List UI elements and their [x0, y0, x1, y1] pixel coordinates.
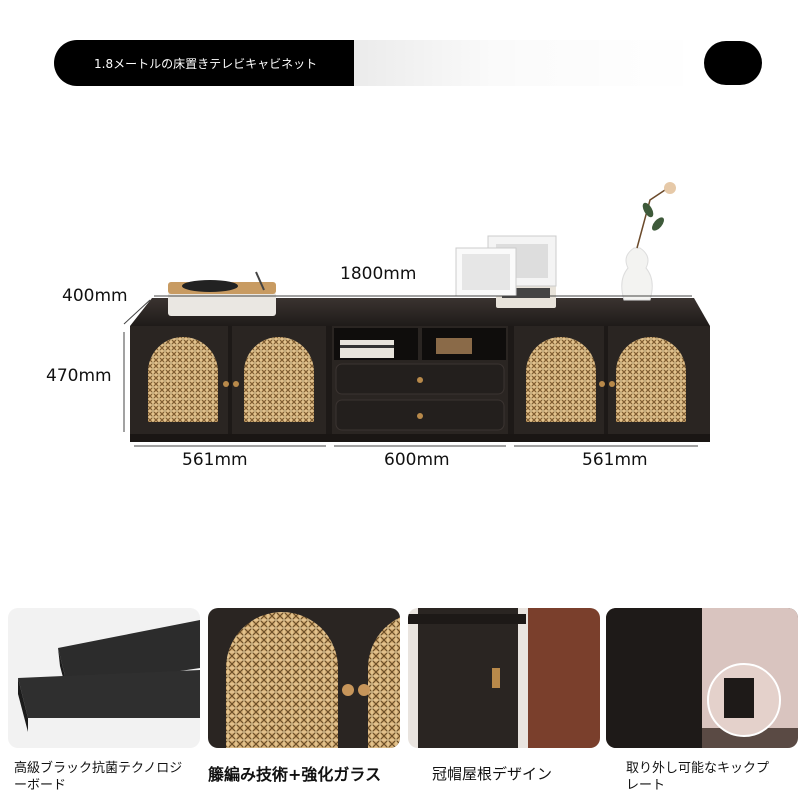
feature-thumb-kickplate [606, 608, 798, 748]
turntable [168, 292, 276, 316]
banner-fade [354, 40, 704, 86]
rattan-door-left-2 [244, 337, 314, 422]
feature-caption-kickplate: 取り外し可能なキックプレート [626, 761, 770, 793]
feature-thumb-crown-top [408, 608, 600, 748]
vase [621, 247, 653, 301]
dim-right-section: 561mm [582, 450, 648, 470]
dim-center-section: 600mm [384, 450, 450, 470]
rattan-door-right-2 [616, 337, 686, 422]
feature-caption-crown-top: 冠帽屋根デザイン [432, 765, 553, 783]
feature-thumb-rattan [208, 608, 400, 748]
banner-pill [704, 41, 762, 85]
dim-width: 1800mm [340, 264, 417, 284]
feature-caption-board: 高級ブラック抗菌テクノロジーボード [14, 761, 183, 793]
feature-caption-rattan: 籐編み技術+強化ガラス [208, 765, 382, 784]
dim-height: 470mm [46, 366, 112, 386]
dim-depth: 400mm [62, 286, 128, 306]
rattan-door-right-1 [526, 337, 596, 422]
title-banner: 1.8メートルの床置きテレビキャビネット [54, 40, 354, 86]
dim-left-section: 561mm [182, 450, 248, 470]
feature-thumb-board [8, 608, 200, 748]
cabinet-plinth [130, 434, 710, 442]
rattan-door-left-1 [148, 337, 218, 422]
banner-title: 1.8メートルの床置きテレビキャビネット [94, 56, 318, 71]
